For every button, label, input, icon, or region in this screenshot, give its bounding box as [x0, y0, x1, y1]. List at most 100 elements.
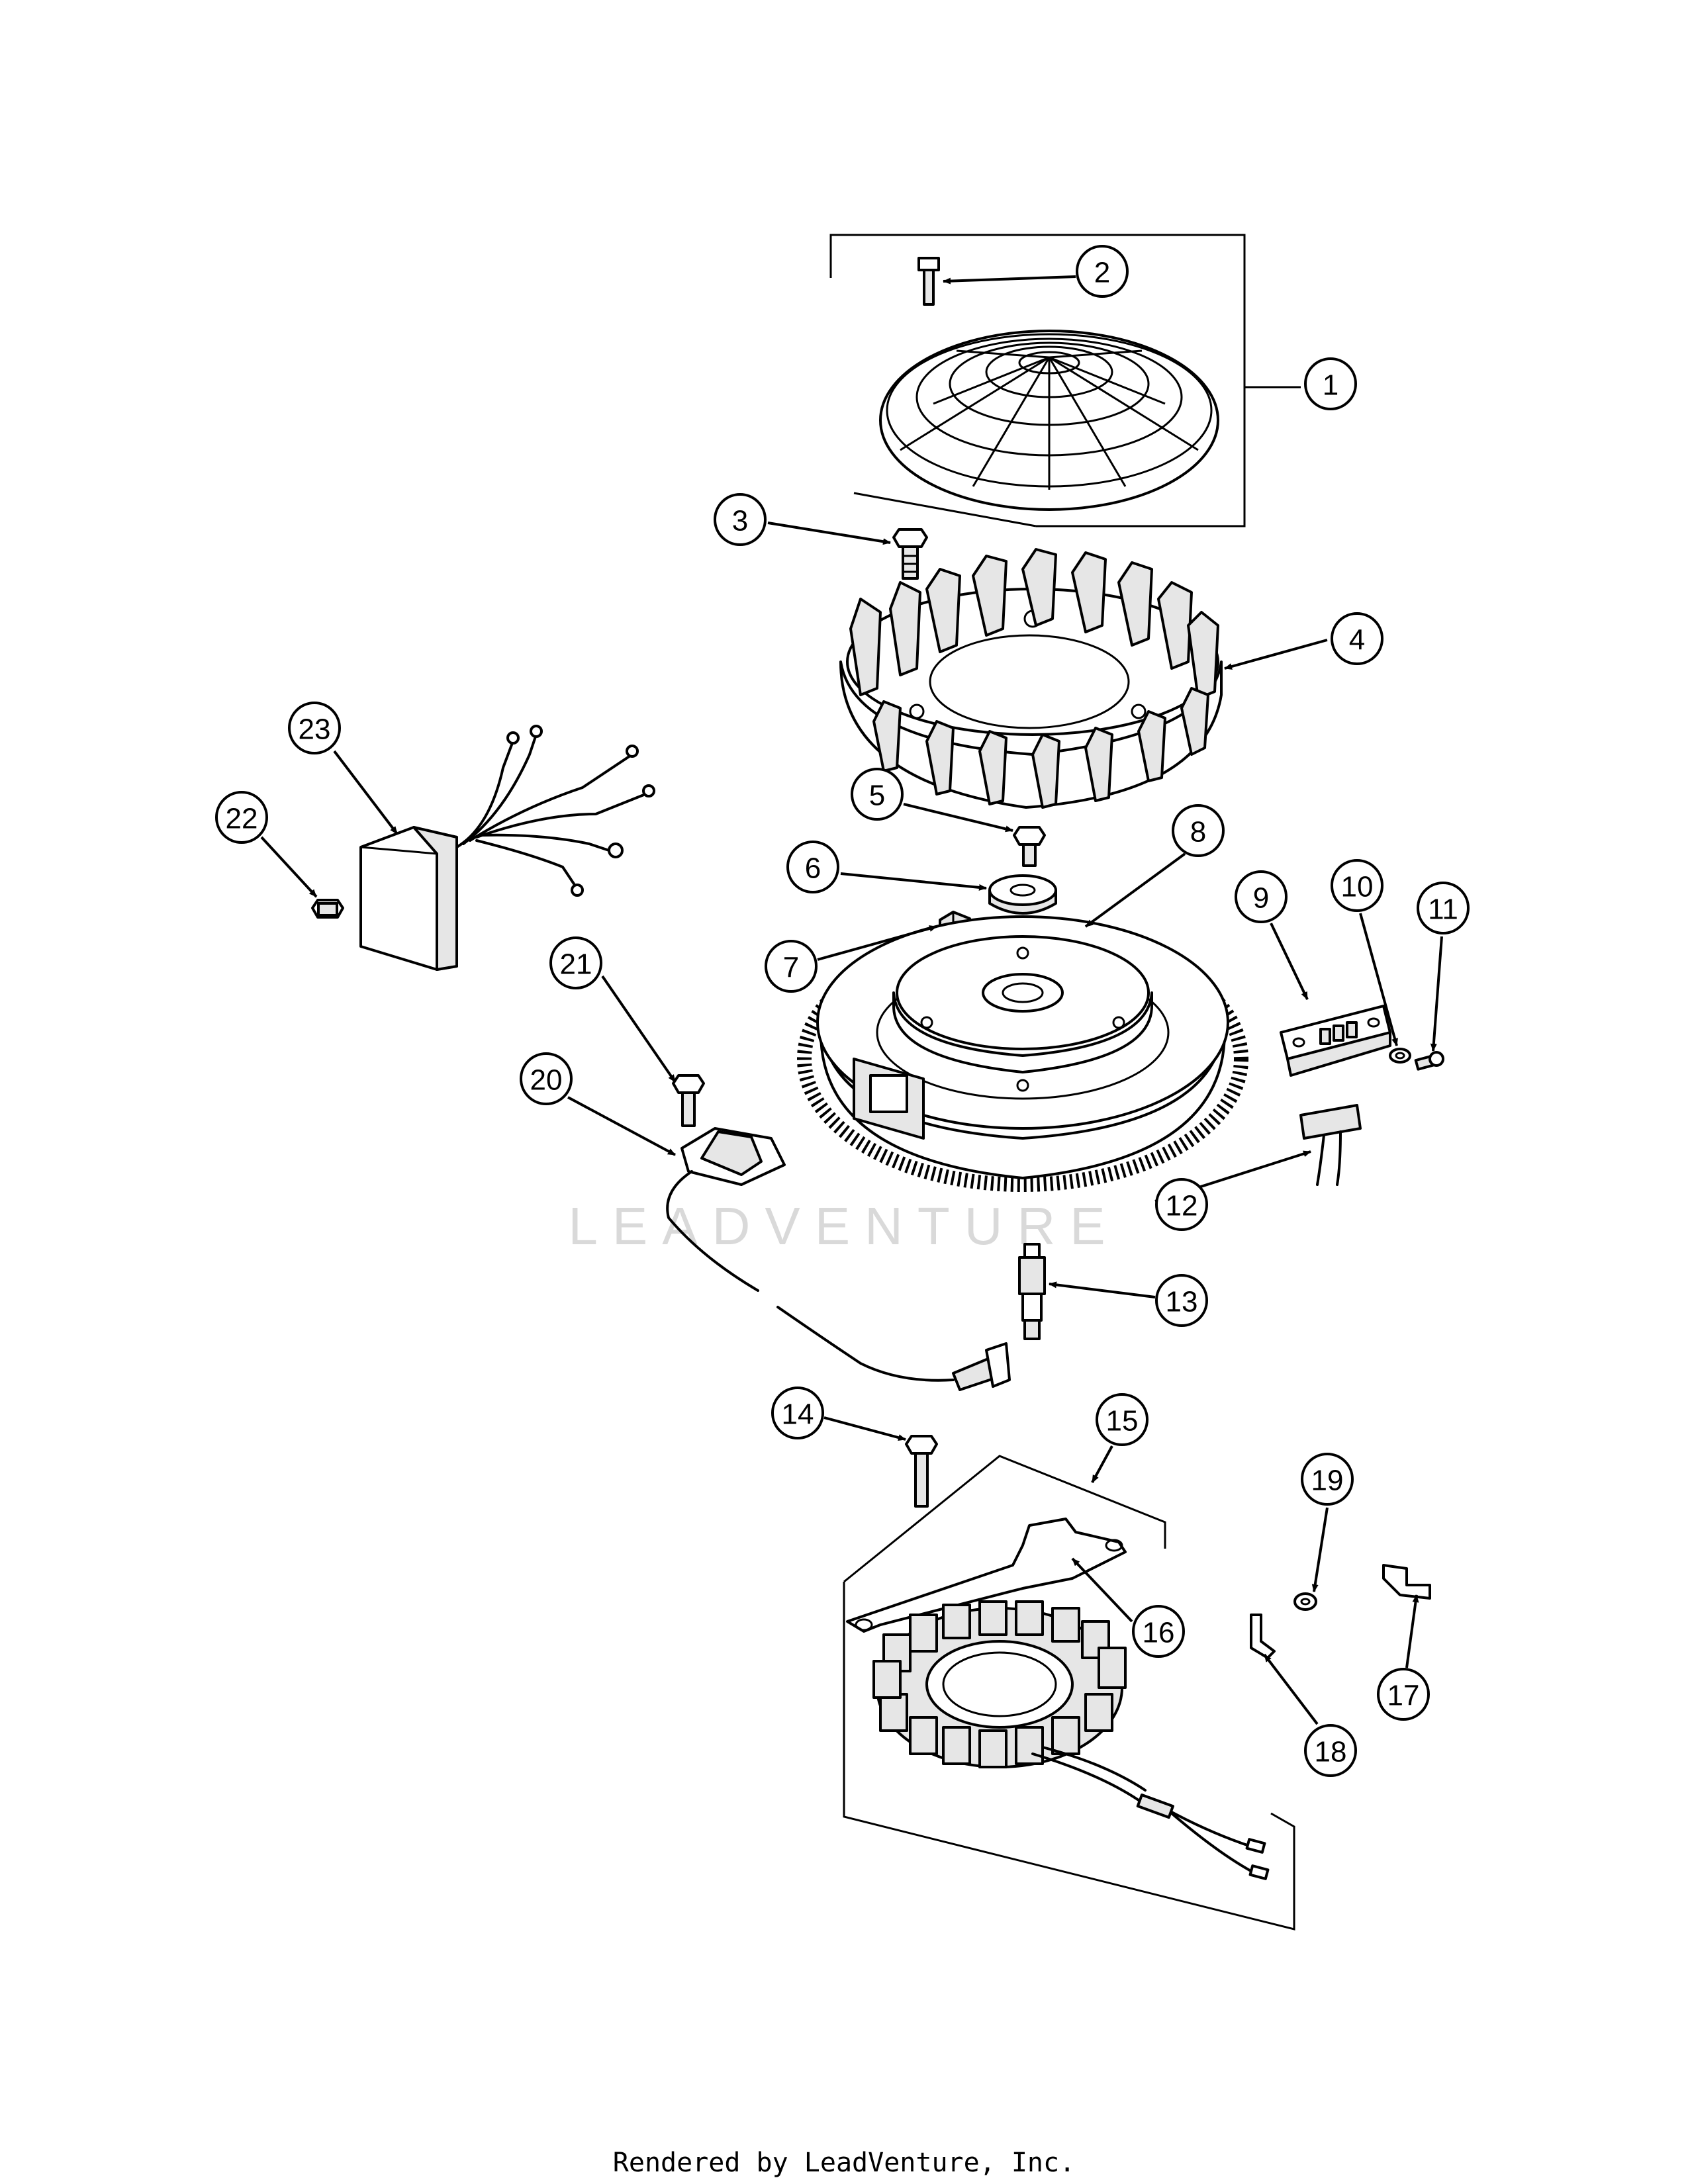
callout-leader-23 [333, 750, 399, 835]
callout-leader-4 [1224, 639, 1328, 670]
callout-leader-22 [260, 836, 318, 898]
callout-circle-12 [1155, 1178, 1208, 1231]
callout-circle-4 [1331, 612, 1383, 665]
callout-leader-18 [1263, 1653, 1319, 1725]
callout-label-1: 1 [1323, 369, 1338, 402]
callout-1: 1 [1304, 357, 1357, 410]
callout-3: 3 [714, 493, 891, 546]
fan-bolt [892, 528, 928, 580]
callout-leader-10 [1359, 913, 1398, 1046]
module-bolt [672, 1074, 705, 1127]
callout-leader-14 [823, 1416, 906, 1441]
hex-nut [1293, 1592, 1317, 1611]
callout-circle-1 [1304, 357, 1357, 410]
callout-label-9: 9 [1253, 882, 1269, 915]
callout-label-15: 15 [1106, 1405, 1139, 1437]
flywheel-bolt [1013, 826, 1046, 867]
callout-11: 11 [1417, 882, 1470, 1052]
callout-leader-2 [943, 275, 1076, 285]
callout-21: 21 [549, 936, 677, 1083]
callout-19: 19 [1301, 1453, 1354, 1592]
callout-circle-14 [771, 1387, 824, 1439]
callout-9: 9 [1235, 870, 1309, 1000]
callout-13: 13 [1049, 1274, 1208, 1327]
callout-leader-6 [840, 872, 987, 891]
callout-label-2: 2 [1094, 257, 1110, 289]
callout-15: 15 [1091, 1393, 1149, 1483]
callout-circle-10 [1331, 859, 1383, 912]
callout-circle-17 [1377, 1668, 1430, 1721]
wire-clip [1382, 1564, 1431, 1600]
callout-leader-19 [1311, 1507, 1329, 1592]
spark-plug [1018, 1243, 1046, 1340]
flywheel [797, 915, 1248, 1192]
callout-label-5: 5 [869, 780, 885, 812]
callout-label-18: 18 [1315, 1736, 1347, 1768]
callout-label-20: 20 [530, 1064, 563, 1097]
callout-circle-8 [1172, 804, 1225, 857]
rectifier-screw [1414, 1051, 1444, 1071]
callout-leader-9 [1270, 923, 1309, 1000]
callout-leader-8 [1084, 852, 1186, 928]
callout-label-13: 13 [1166, 1286, 1198, 1318]
callout-label-16: 16 [1143, 1617, 1175, 1649]
callout-22: 22 [215, 791, 318, 898]
callout-12: 12 [1154, 1150, 1311, 1231]
callout-8: 8 [1084, 804, 1225, 928]
callout-circle-20 [520, 1052, 573, 1105]
callout-circle-22 [215, 791, 268, 844]
stator-assembly [843, 1455, 1295, 1931]
callout-18: 18 [1263, 1653, 1357, 1777]
callout-circle-19 [1301, 1453, 1354, 1506]
callout-17: 17 [1377, 1594, 1430, 1721]
callout-16: 16 [1071, 1557, 1185, 1658]
callout-circle-2 [1076, 245, 1129, 298]
callout-10: 10 [1331, 859, 1398, 1046]
callout-20: 20 [520, 1052, 676, 1156]
callout-label-8: 8 [1190, 816, 1206, 848]
callout-2: 2 [943, 245, 1129, 298]
callout-leader-20 [567, 1096, 676, 1156]
callout-leader-16 [1071, 1557, 1133, 1623]
callout-label-14: 14 [782, 1398, 814, 1431]
callout-label-4: 4 [1349, 624, 1365, 657]
callout-label-23: 23 [299, 713, 331, 746]
lock-washer [1389, 1048, 1411, 1064]
callout-4: 4 [1224, 612, 1383, 670]
callout-leader-15 [1091, 1445, 1113, 1483]
callout-label-10: 10 [1341, 871, 1374, 903]
callout-circle-11 [1417, 882, 1470, 934]
blower-screen [829, 234, 1301, 527]
callout-7: 7 [765, 925, 937, 993]
footer-credit: Rendered by LeadVenture, Inc. [612, 2148, 1076, 2178]
callout-circle-5 [851, 768, 904, 821]
callout-circle-13 [1155, 1274, 1208, 1327]
callout-label-6: 6 [805, 852, 821, 885]
callout-23: 23 [288, 702, 399, 835]
screen-screw [917, 257, 940, 306]
callout-leader-3 [767, 522, 891, 545]
callout-label-11: 11 [1428, 893, 1458, 926]
ignition-controller [359, 725, 655, 971]
callout-14: 14 [771, 1387, 906, 1441]
watermark-text: LEADVENTURE [568, 1197, 1119, 1255]
callout-leader-5 [903, 803, 1013, 833]
callout-circle-15 [1096, 1393, 1149, 1446]
callout-circle-7 [765, 940, 818, 993]
flywheel-washer [988, 874, 1057, 915]
callout-circle-16 [1132, 1605, 1185, 1658]
callout-leader-21 [601, 975, 677, 1083]
callout-leader-13 [1049, 1281, 1156, 1298]
coil-bolt [905, 1435, 938, 1508]
callout-leader-11 [1430, 936, 1443, 1052]
callout-label-17: 17 [1387, 1680, 1420, 1712]
callout-label-12: 12 [1166, 1190, 1198, 1222]
callout-5: 5 [851, 768, 1013, 833]
callout-6: 6 [786, 841, 987, 893]
wire-connector [1299, 1104, 1362, 1186]
callout-circle-6 [786, 841, 839, 893]
callout-circle-9 [1235, 870, 1288, 923]
ignition-module [666, 1127, 1011, 1391]
callout-leader-7 [817, 925, 937, 961]
